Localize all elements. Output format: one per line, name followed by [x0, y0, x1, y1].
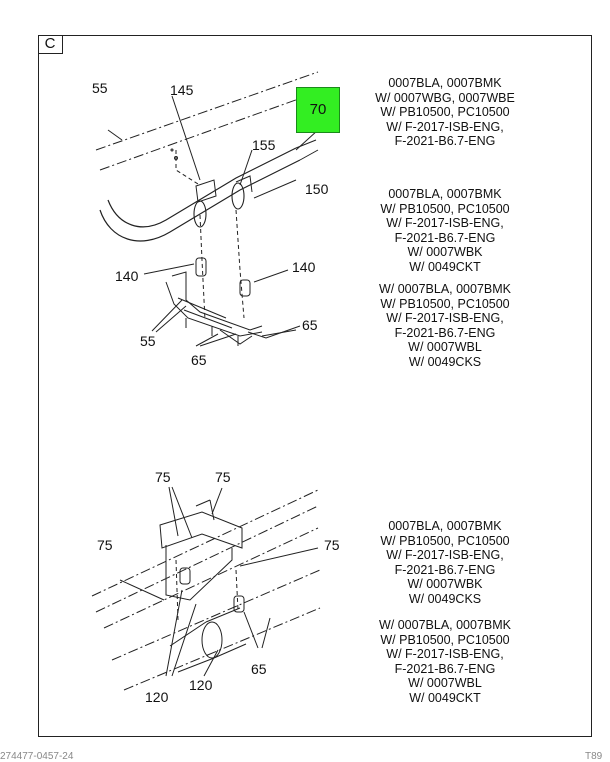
callout-120-left: 120 — [145, 689, 169, 705]
callout-65-bottom: 65 — [251, 661, 267, 677]
frame-rail-bottom-edge — [99, 91, 319, 171]
callout-120-right: 120 — [189, 677, 213, 693]
highlighted-part-70[interactable]: 70 — [296, 87, 340, 133]
callout-145: 145 — [170, 82, 194, 98]
callout-65-center: 65 — [191, 352, 207, 368]
callout-150: 150 — [305, 181, 329, 197]
exhaust-pipe — [99, 159, 301, 242]
callout-75-b: 75 — [215, 469, 231, 485]
frame-rail-lower — [91, 489, 319, 597]
callout-140-left: 140 — [115, 268, 139, 284]
callout-155: 155 — [252, 137, 276, 153]
diagram-frame — [38, 35, 592, 737]
callout-65-right: 65 — [302, 317, 318, 333]
footer-left-id: 274477-0457-24 — [0, 751, 74, 762]
callout-140-right: 140 — [292, 259, 316, 275]
callout-55-lower: 55 — [140, 333, 156, 349]
callout-75-right: 75 — [324, 537, 340, 553]
callout-75-a: 75 — [155, 469, 171, 485]
callout-75-left: 75 — [97, 537, 113, 553]
frame-rail-top-edge — [95, 71, 319, 151]
footer-right-id: T89 — [585, 751, 603, 762]
section-letter: C — [38, 35, 63, 54]
callout-55: 55 — [92, 80, 108, 96]
